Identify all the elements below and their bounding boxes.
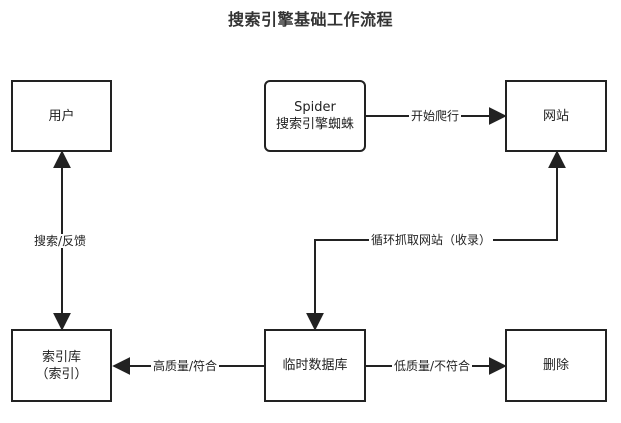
node-delete: 删除 xyxy=(505,329,607,402)
edge-label-low: 低质量/不符合 xyxy=(392,359,473,373)
node-website: 网站 xyxy=(505,80,607,152)
edge-label-high: 高质量/符合 xyxy=(151,359,220,373)
edge-label-crawl: 开始爬行 xyxy=(409,109,462,123)
node-user: 用户 xyxy=(11,80,112,152)
node-spider-sublabel: 搜索引擎蜘蛛 xyxy=(275,117,354,132)
node-index: 索引库 （索引） xyxy=(11,329,112,402)
node-tempdb-label: 临时数据库 xyxy=(282,358,348,373)
edge-label-search: 搜索/反馈 xyxy=(32,234,89,248)
edge-label-loop: 循环抓取网站（收录） xyxy=(369,233,494,247)
node-website-label: 网站 xyxy=(542,108,569,124)
diagram-title: 搜索引擎基础工作流程 xyxy=(227,10,393,29)
node-index-label: 索引库 xyxy=(41,349,81,365)
node-user-label: 用户 xyxy=(48,108,75,124)
node-tempdb: 临时数据库 xyxy=(264,329,366,402)
node-spider-label: Spider xyxy=(294,100,336,115)
node-index-sublabel: （索引） xyxy=(35,366,88,382)
node-delete-label: 删除 xyxy=(542,358,569,373)
node-spider: Spider 搜索引擎蜘蛛 xyxy=(264,80,366,152)
